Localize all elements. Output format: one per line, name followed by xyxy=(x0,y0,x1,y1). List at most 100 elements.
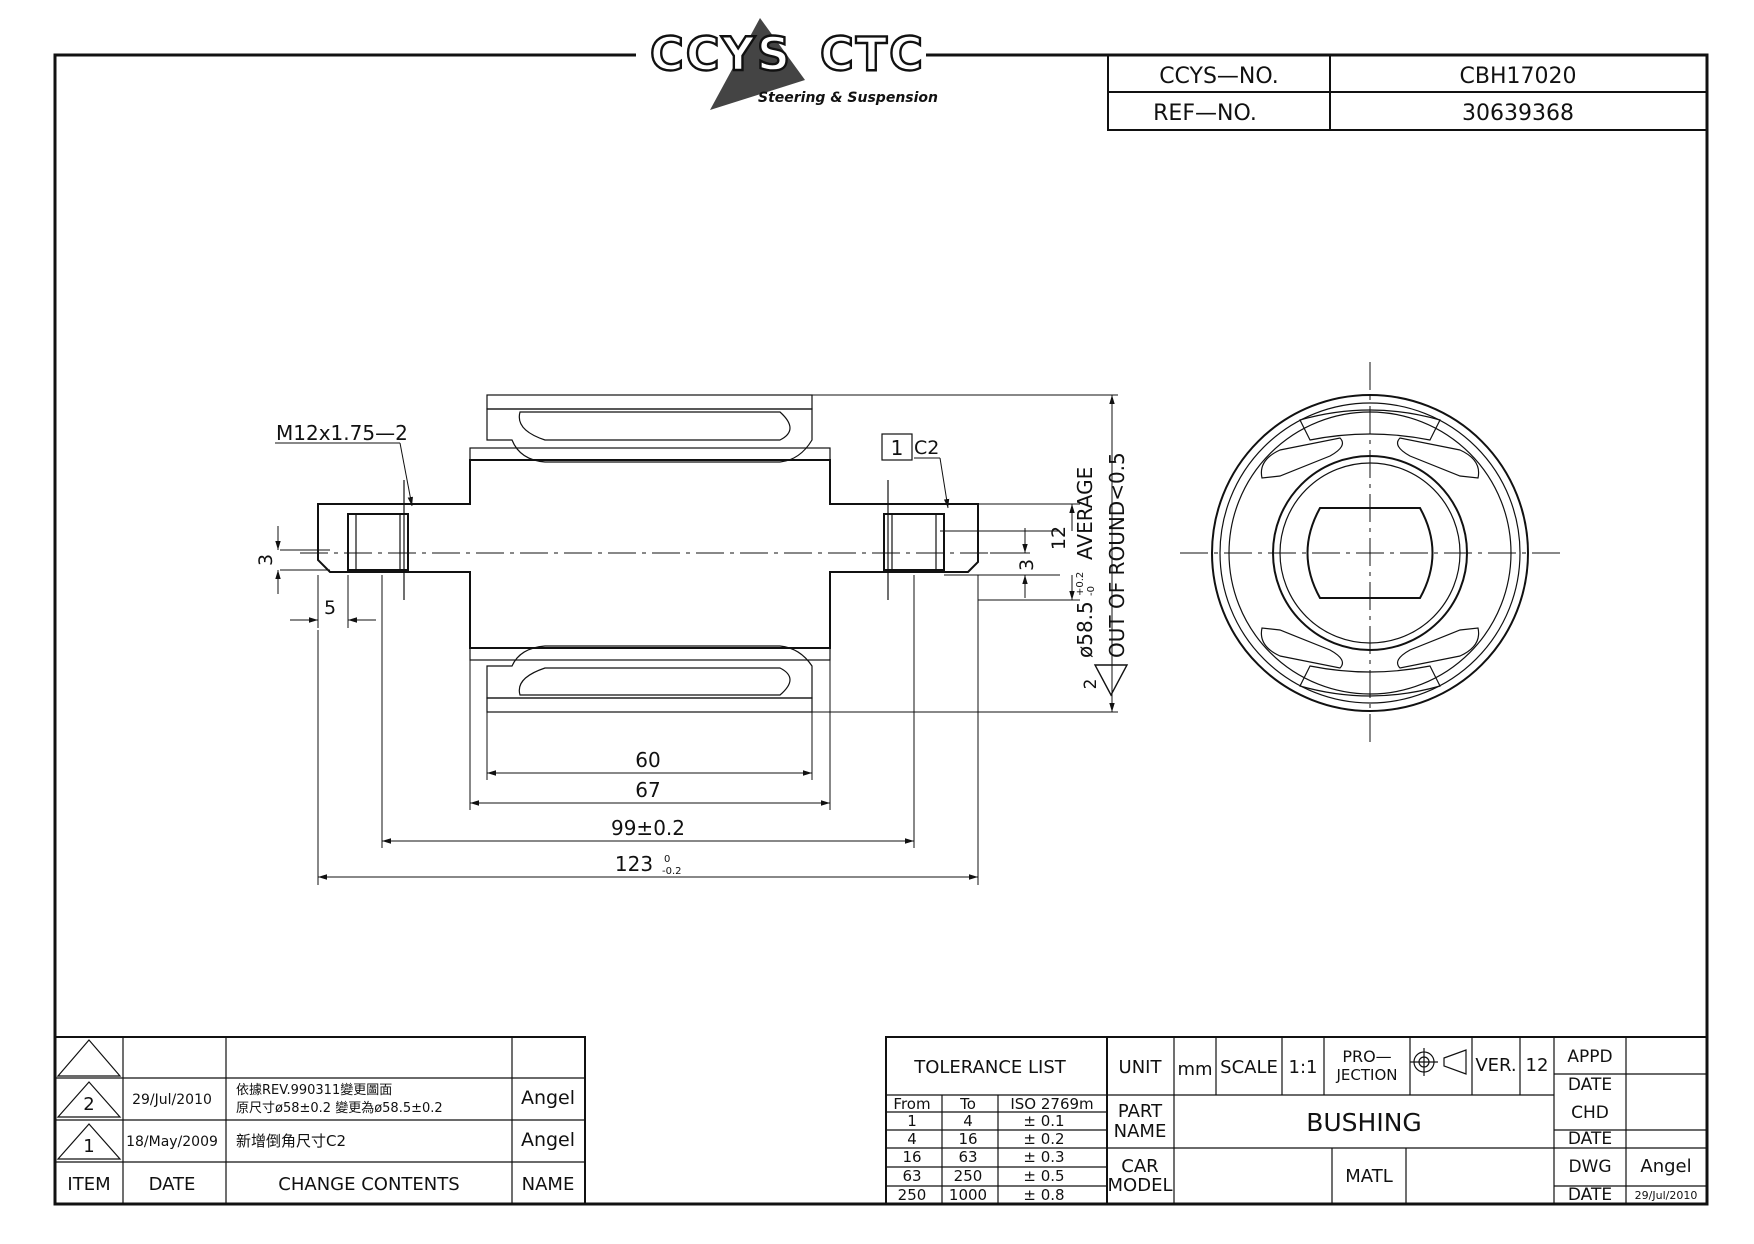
diameter-note-suffix: AVERAGE xyxy=(1073,467,1097,560)
diameter-note: 2 ø58.5 +0.2 -0 AVERAGE OUT OF ROUND<0.5 xyxy=(1073,452,1129,697)
tol-row-1-to: 4 xyxy=(963,1112,973,1130)
logo-text-ctc: CTC xyxy=(820,27,925,81)
thread-callout: M12x1.75—2 xyxy=(276,421,408,445)
dwg-date-value: 29/Jul/2010 xyxy=(1635,1189,1698,1202)
tolerance-list: TOLERANCE LIST From To ISO 2769m 1 4 ± 0… xyxy=(885,1036,1108,1205)
title-block: UNIT mm SCALE 1:1 PRO— JECTION VER. 12 P… xyxy=(1106,1036,1708,1205)
chd-label: CHD xyxy=(1571,1103,1609,1123)
rev-2-date: 29/Jul/2010 xyxy=(132,1092,212,1108)
ver-value: 12 xyxy=(1526,1055,1549,1076)
unit-label: UNIT xyxy=(1119,1057,1163,1078)
thread-hole-left xyxy=(347,513,409,571)
dwg-label: DWG xyxy=(1568,1157,1611,1177)
end-view-void-tr xyxy=(1397,437,1480,479)
dwg-value: Angel xyxy=(1640,1156,1691,1177)
shaft xyxy=(317,459,979,649)
tol-row-3-from: 16 xyxy=(902,1148,921,1166)
part-label-1: PART xyxy=(1118,1101,1163,1122)
dim-123-tol-bottom: -0.2 xyxy=(662,866,682,877)
ref-no-label: REF—NO. xyxy=(1153,101,1257,126)
dwg-date-label: DATE xyxy=(1568,1185,1612,1205)
rev-header-contents: CHANGE CONTENTS xyxy=(278,1174,459,1195)
rev-header-date: DATE xyxy=(149,1174,196,1195)
tol-row-1-tol: ± 0.1 xyxy=(1023,1112,1064,1130)
round-note: OUT OF ROUND<0.5 xyxy=(1105,452,1129,658)
scale-value: 1:1 xyxy=(1289,1057,1318,1078)
dim-67: 67 xyxy=(635,778,660,802)
section-view: M12x1.75—2 1 C2 3 5 3 12 xyxy=(255,394,1129,885)
matl-label: MATL xyxy=(1345,1166,1392,1187)
tol-col-to: To xyxy=(959,1095,976,1113)
end-view-slot-bottom xyxy=(1299,665,1441,697)
end-view-flat-hole xyxy=(1306,507,1434,599)
dim-5: 5 xyxy=(324,597,336,619)
logo-tagline: Steering & Suspension xyxy=(758,90,938,106)
ccys-no-value: CBH17020 xyxy=(1460,64,1577,89)
chd-date-label: DATE xyxy=(1568,1129,1612,1149)
dim-123: 123 xyxy=(615,852,653,876)
end-view-slot-top xyxy=(1299,409,1441,441)
inner-sleeve-top xyxy=(469,447,831,461)
tol-col-iso: ISO 2769m xyxy=(1010,1095,1093,1113)
tol-row-2-tol: ± 0.2 xyxy=(1023,1130,1064,1148)
inner-sleeve-bottom xyxy=(469,647,831,661)
tol-row-4-from: 63 xyxy=(902,1167,921,1185)
dim-123-tol-top: 0 xyxy=(664,854,670,865)
ver-label: VER. xyxy=(1475,1055,1516,1076)
tol-row-2-from: 4 xyxy=(907,1130,917,1148)
rubber-top-hatch xyxy=(518,411,791,441)
company-logo: CCYS CTC Steering & Suspension xyxy=(636,18,938,110)
end-view-void-br xyxy=(1397,627,1480,669)
sheet-border xyxy=(53,53,1709,1206)
thread-hole-right xyxy=(883,513,945,571)
rubber-bottom-hatch xyxy=(518,667,791,696)
tolerance-title: TOLERANCE LIST xyxy=(913,1057,1067,1078)
logo-text-ccys: CCYS xyxy=(650,27,792,81)
tol-row-4-tol: ± 0.5 xyxy=(1023,1167,1064,1185)
ccys-no-label: CCYS—NO. xyxy=(1159,64,1279,89)
car-label-1: CAR xyxy=(1121,1156,1158,1177)
end-view xyxy=(1180,362,1560,742)
rev-1-line1: 新增倒角尺寸C2 xyxy=(236,1132,346,1150)
rev-2-name: Angel xyxy=(521,1087,575,1109)
revision-table: 2 29/Jul/2010 依據REV.990311變更圖面 原尺寸ø58±0.… xyxy=(54,1036,586,1205)
diameter-note-tol-top: +0.2 xyxy=(1075,572,1086,596)
rev-2-item: 2 xyxy=(83,1094,94,1115)
diameter-note-main: ø58.5 xyxy=(1073,601,1097,658)
dim-99: 99±0.2 xyxy=(611,816,685,840)
dim-3-right: 3 xyxy=(1016,559,1038,571)
end-view-void-bl xyxy=(1260,627,1343,669)
header-table: CCYS—NO. CBH17020 REF—NO. 30639368 xyxy=(1107,54,1708,131)
rev-header-item: ITEM xyxy=(67,1174,110,1195)
tol-row-2-to: 16 xyxy=(958,1130,977,1148)
part-label-2: NAME xyxy=(1114,1121,1167,1142)
rev-1-name: Angel xyxy=(521,1129,575,1151)
projection-symbol-icon xyxy=(1410,1048,1467,1076)
rev-2-line1: 依據REV.990311變更圖面 xyxy=(236,1082,392,1098)
unit-value: mm xyxy=(1177,1059,1212,1080)
projection-label-2: JECTION xyxy=(1336,1066,1398,1084)
rev-1-date: 18/May/2009 xyxy=(126,1134,218,1150)
dim-3-left: 3 xyxy=(255,554,277,566)
scale-label: SCALE xyxy=(1220,1057,1278,1078)
part-name-value: BUSHING xyxy=(1306,1108,1422,1137)
end-view-void-tl xyxy=(1260,437,1343,479)
rev-header-name: NAME xyxy=(522,1174,575,1195)
diameter-note-tol-bottom: -0 xyxy=(1086,586,1097,596)
outer-sleeve-bottom xyxy=(486,697,813,713)
diameter-note-marker: 2 xyxy=(1081,679,1101,690)
rubber-bottom xyxy=(486,645,813,699)
appd-label: APPD xyxy=(1567,1047,1612,1067)
tol-row-1-from: 1 xyxy=(907,1112,917,1130)
dim-12: 12 xyxy=(1048,526,1070,550)
outer-sleeve-top xyxy=(486,394,813,410)
tol-col-from: From xyxy=(893,1095,930,1113)
rev-2-line2: 原尺寸ø58±0.2 變更為ø58.5±0.2 xyxy=(236,1100,443,1116)
rev-1-item: 1 xyxy=(83,1136,94,1157)
tol-row-3-tol: ± 0.3 xyxy=(1023,1148,1064,1166)
tol-row-5-from: 250 xyxy=(898,1186,927,1204)
projection-label-1: PRO— xyxy=(1342,1047,1391,1066)
tol-row-4-to: 250 xyxy=(954,1167,983,1185)
